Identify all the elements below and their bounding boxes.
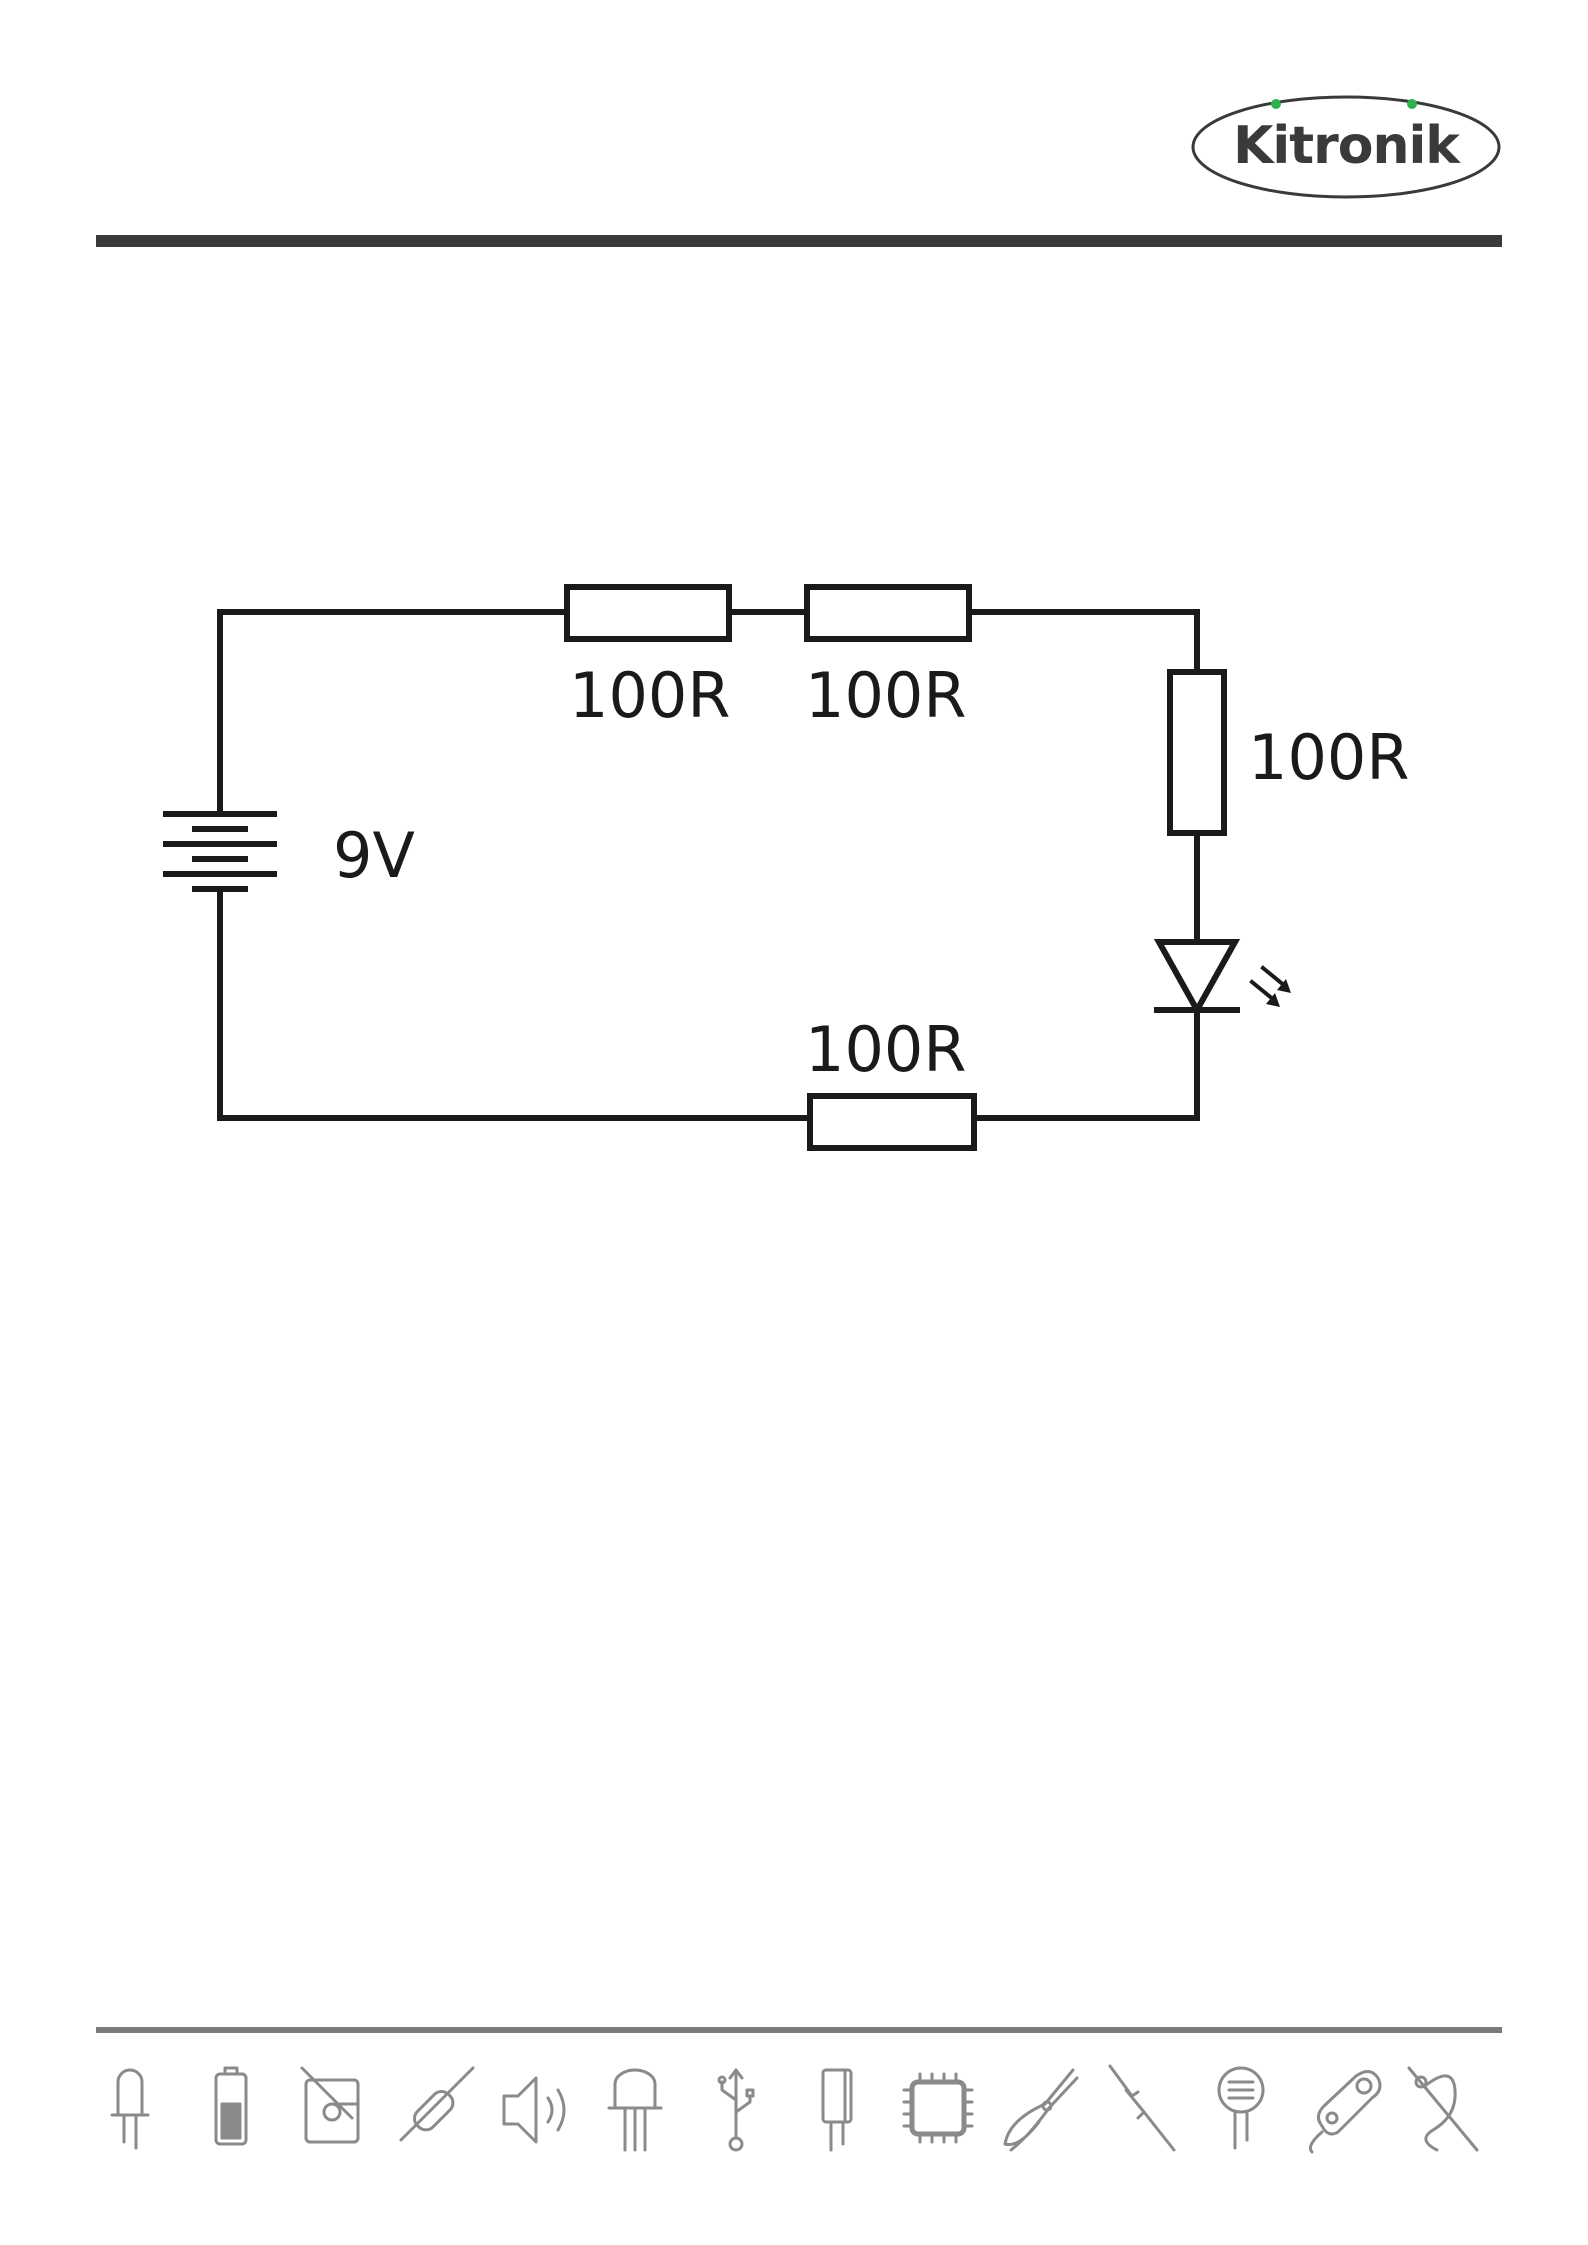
resistor-r4 bbox=[810, 1096, 974, 1148]
resistor-r4-label: 100R bbox=[805, 1013, 966, 1086]
led-symbol bbox=[1157, 942, 1285, 1010]
usb-icon bbox=[719, 2070, 753, 2150]
transistor-icon bbox=[609, 2070, 661, 2150]
footer-rule bbox=[96, 2027, 1502, 2033]
resistor-r2-label: 100R bbox=[805, 659, 966, 732]
resistor-r3-label: 100R bbox=[1248, 721, 1409, 794]
wire-top-left bbox=[220, 612, 565, 805]
resistor-r1-label: 100R bbox=[569, 659, 730, 732]
wire-bottom-left bbox=[220, 900, 810, 1118]
chip-icon bbox=[904, 2074, 972, 2142]
sensor-board-icon bbox=[1310, 2071, 1380, 2152]
wire-bottom-right bbox=[974, 1010, 1197, 1118]
wire-top-right bbox=[969, 612, 1197, 672]
resistor-r2 bbox=[807, 587, 969, 639]
battery-icon bbox=[216, 2068, 246, 2144]
battery-label: 9V bbox=[333, 819, 415, 892]
led-icon bbox=[112, 2070, 148, 2148]
needle-thread-icon bbox=[1409, 2068, 1477, 2150]
ldr-icon bbox=[1219, 2068, 1263, 2148]
capacitor-icon bbox=[823, 2070, 851, 2150]
resistor-icon bbox=[401, 2068, 473, 2140]
resistor-r3 bbox=[1170, 672, 1224, 833]
soldering-iron-icon bbox=[1110, 2066, 1174, 2150]
speaker-icon bbox=[504, 2078, 564, 2142]
clipboard-icon bbox=[302, 2068, 358, 2142]
resistor-r1 bbox=[567, 587, 729, 639]
footer-icon-strip bbox=[96, 2060, 1502, 2160]
battery-symbol bbox=[163, 805, 277, 902]
pliers-icon bbox=[1005, 2070, 1077, 2150]
